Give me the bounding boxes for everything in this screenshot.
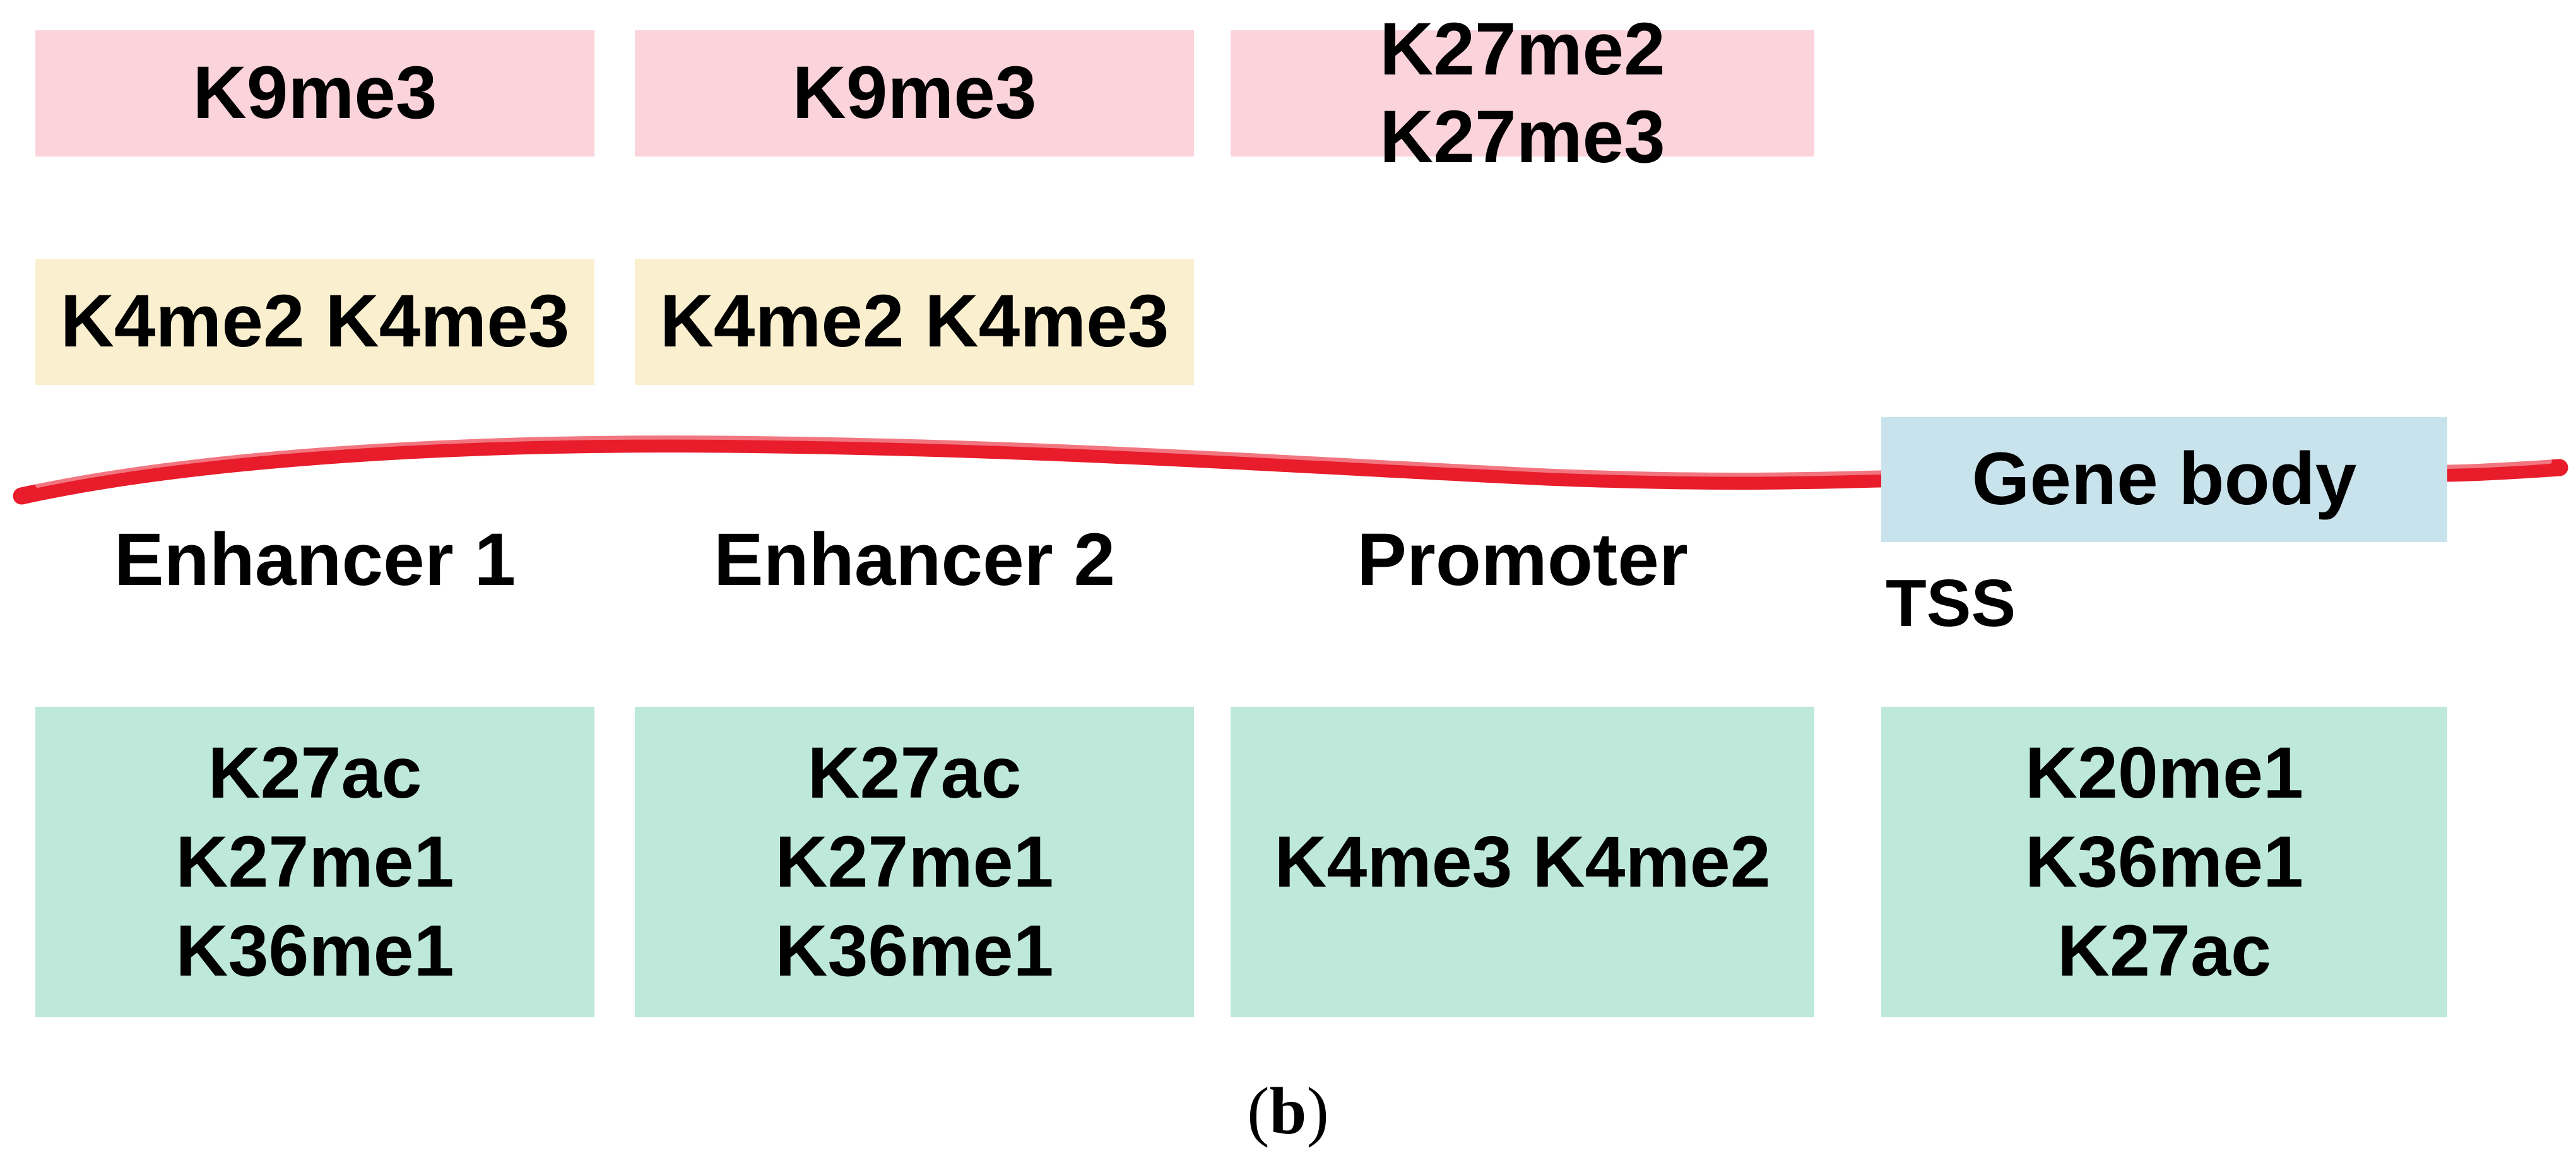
mark-line: K27ac (208, 732, 422, 813)
mark-line: K27ac (807, 732, 1022, 813)
repressive-marks-label: K27me2 K27me3 (1380, 7, 1665, 179)
active-marks-box-gene-body: K20me1 K36me1 K27ac (1881, 707, 2447, 1017)
region-label-promoter: Promoter (1357, 518, 1688, 601)
mark-line: K4me3 K4me2 (1274, 821, 1771, 902)
repressive-marks-box-promoter: K27me2 K27me3 (1231, 8, 1814, 179)
caption-letter: b (1269, 1074, 1307, 1148)
caption-paren-close: ) (1306, 1074, 1329, 1148)
repressive-marks-label: K9me3 (192, 51, 437, 135)
repressive-marks-label: K9me3 (792, 51, 1037, 135)
k4-methylation-box-enhancer2: K4me2 K4me3 (635, 259, 1194, 385)
mark-line: K27me1 (775, 821, 1054, 902)
mark-line: K27ac (2057, 910, 2271, 991)
gene-body-label: Gene body (1971, 437, 2357, 521)
active-marks-box-enhancer2: K27ac K27me1 K36me1 (635, 707, 1194, 1017)
active-marks-box-promoter: K4me3 K4me2 (1231, 707, 1814, 1017)
gene-body-box: Gene body (1881, 417, 2447, 542)
repressive-marks-box-enhancer1: K9me3 (35, 30, 594, 156)
figure-caption: (b) (0, 1073, 2576, 1150)
region-label-enhancer2: Enhancer 2 (713, 518, 1116, 601)
mark-line: K20me1 (2024, 732, 2304, 813)
mark-line: K36me1 (2024, 821, 2304, 902)
k4-methylation-label: K4me2 K4me3 (659, 280, 1169, 363)
region-label-enhancer1: Enhancer 1 (114, 518, 516, 601)
mark-line: K27me1 (175, 821, 454, 902)
caption-paren-open: ( (1247, 1074, 1270, 1148)
repressive-marks-box-enhancer2: K9me3 (635, 30, 1194, 156)
mark-line: K36me1 (175, 910, 454, 991)
k4-methylation-box-enhancer1: K4me2 K4me3 (35, 259, 594, 385)
k4-methylation-label: K4me2 K4me3 (60, 280, 570, 363)
mark-line: K36me1 (775, 910, 1054, 991)
tss-label: TSS (1886, 566, 2016, 641)
active-marks-box-enhancer1: K27ac K27me1 K36me1 (35, 707, 594, 1017)
